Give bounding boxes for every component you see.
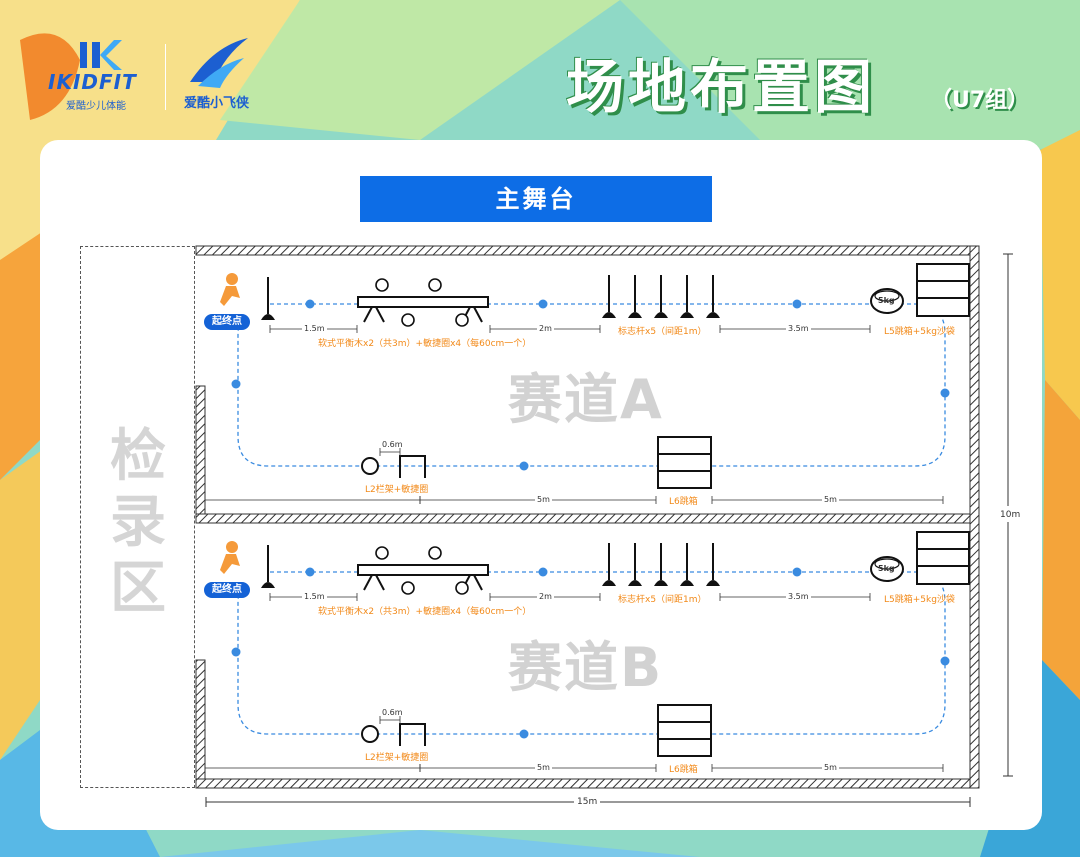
- agility-ring-icon: [428, 546, 442, 560]
- brand-logo-subtext: 爱酷少儿体能: [66, 101, 126, 112]
- marker-pole-icon: [706, 275, 720, 318]
- agility-ring-icon: [428, 278, 442, 292]
- route-arrow-icon: [538, 567, 548, 577]
- brand-logo-text: IKIDFIT: [48, 70, 137, 94]
- jump-box-l6-icon: [657, 704, 712, 757]
- distance-label: 3.5m: [786, 324, 811, 333]
- hurdle-label: L2栏架+敏捷圈: [365, 485, 429, 495]
- route-arrow-icon: [519, 729, 529, 739]
- distance-label: 5m: [535, 495, 552, 504]
- jump-box-l5-label: L5跳箱+5kg沙袋: [884, 327, 955, 337]
- distance-label: 1.5m: [302, 324, 327, 333]
- start-finish-badge: 起终点: [204, 314, 250, 330]
- distance-label: 5m: [535, 763, 552, 772]
- route-arrow-icon: [940, 656, 950, 666]
- hurdle-icon: [399, 455, 426, 478]
- track-title: 赛道B: [508, 636, 664, 699]
- right-wall: [969, 245, 980, 789]
- secondary-logo-text: 爱酷小飞侠: [184, 96, 250, 111]
- agility-ring-icon: [375, 278, 389, 292]
- sandbag-weight-label: 5kg: [878, 296, 895, 305]
- route-arrow-icon: [231, 647, 241, 657]
- route-arrow-icon: [940, 388, 950, 398]
- dimension-line: [379, 716, 401, 724]
- marker-pole-icon: [602, 275, 616, 318]
- jump-box-l6-icon: [657, 436, 712, 489]
- route-arrow-icon: [519, 461, 529, 471]
- field-height-label: 10m: [1000, 510, 1021, 520]
- jump-box-l6-label: L6跳箱: [669, 497, 698, 507]
- dimension-line: [204, 764, 421, 772]
- dimension-line: [379, 448, 401, 456]
- route-arrow-icon: [231, 379, 241, 389]
- agility-ring-icon: [455, 313, 469, 327]
- marker-pole-icon: [261, 545, 275, 588]
- jump-box-l6-label: L6跳箱: [669, 765, 698, 775]
- marker-poles-label: 标志杆x5（间距1m）: [618, 595, 707, 605]
- marker-pole-icon: [706, 543, 720, 586]
- jump-box-l5-icon: [916, 263, 970, 317]
- runner-icon: [220, 541, 240, 574]
- jump-box-l5-icon: [916, 531, 970, 585]
- route-arrow-icon: [538, 299, 548, 309]
- agility-ring-icon: [361, 457, 379, 475]
- start-finish-badge: 起终点: [204, 582, 250, 598]
- marker-pole-icon: [628, 275, 642, 318]
- field-width-label: 15m: [574, 797, 601, 807]
- marker-pole-icon: [654, 275, 668, 318]
- marker-pole-icon: [602, 543, 616, 586]
- ikidfit-logo-icon: [80, 40, 122, 70]
- jump-box-l5-label: L5跳箱+5kg沙袋: [884, 595, 955, 605]
- route-arrow-icon: [792, 567, 802, 577]
- left-wall-b: [195, 659, 206, 780]
- marker-pole-icon: [628, 543, 642, 586]
- agility-ring-icon: [401, 313, 415, 327]
- distance-label: 2m: [537, 324, 554, 333]
- distance-label: 3.5m: [786, 592, 811, 601]
- left-wall-a: [195, 385, 206, 515]
- agility-ring-icon: [455, 581, 469, 595]
- wing-logo-icon: [190, 38, 248, 88]
- distance-label: 2m: [537, 592, 554, 601]
- marker-poles-label: 标志杆x5（间距1m）: [618, 327, 707, 337]
- page-title: 场地布置图: [566, 53, 877, 121]
- distance-label: 5m: [822, 495, 839, 504]
- track-title: 赛道A: [508, 368, 664, 431]
- hurdle-icon: [399, 723, 426, 746]
- balance-beam-label: 软式平衡木x2（共3m）+敏捷圈x4（每60cm一个）: [318, 607, 532, 617]
- marker-pole-icon: [654, 543, 668, 586]
- distance-label: 1.5m: [302, 592, 327, 601]
- route-arrow-icon: [792, 299, 802, 309]
- marker-pole-icon: [261, 277, 275, 320]
- distance-label: 5m: [822, 763, 839, 772]
- balance-beam-label: 软式平衡木x2（共3m）+敏捷圈x4（每60cm一个）: [318, 339, 532, 349]
- sandbag-weight-label: 5kg: [878, 564, 895, 573]
- agility-ring-icon: [361, 725, 379, 743]
- route-arrow-icon: [305, 299, 315, 309]
- page-subtitle: （U7组）: [930, 88, 1030, 113]
- marker-pole-icon: [680, 543, 694, 586]
- marker-pole-icon: [680, 275, 694, 318]
- logo-divider: [165, 44, 166, 110]
- main-stage: 主舞台: [360, 176, 712, 222]
- agility-ring-icon: [375, 546, 389, 560]
- hurdle-label: L2栏架+敏捷圈: [365, 753, 429, 763]
- checkin-label: 检录区: [110, 424, 166, 621]
- distance-label: 0.6m: [382, 440, 403, 449]
- agility-ring-icon: [401, 581, 415, 595]
- route-arrow-icon: [305, 567, 315, 577]
- runner-icon: [220, 273, 240, 306]
- checkin-area: [80, 246, 195, 788]
- distance-label: 0.6m: [382, 708, 403, 717]
